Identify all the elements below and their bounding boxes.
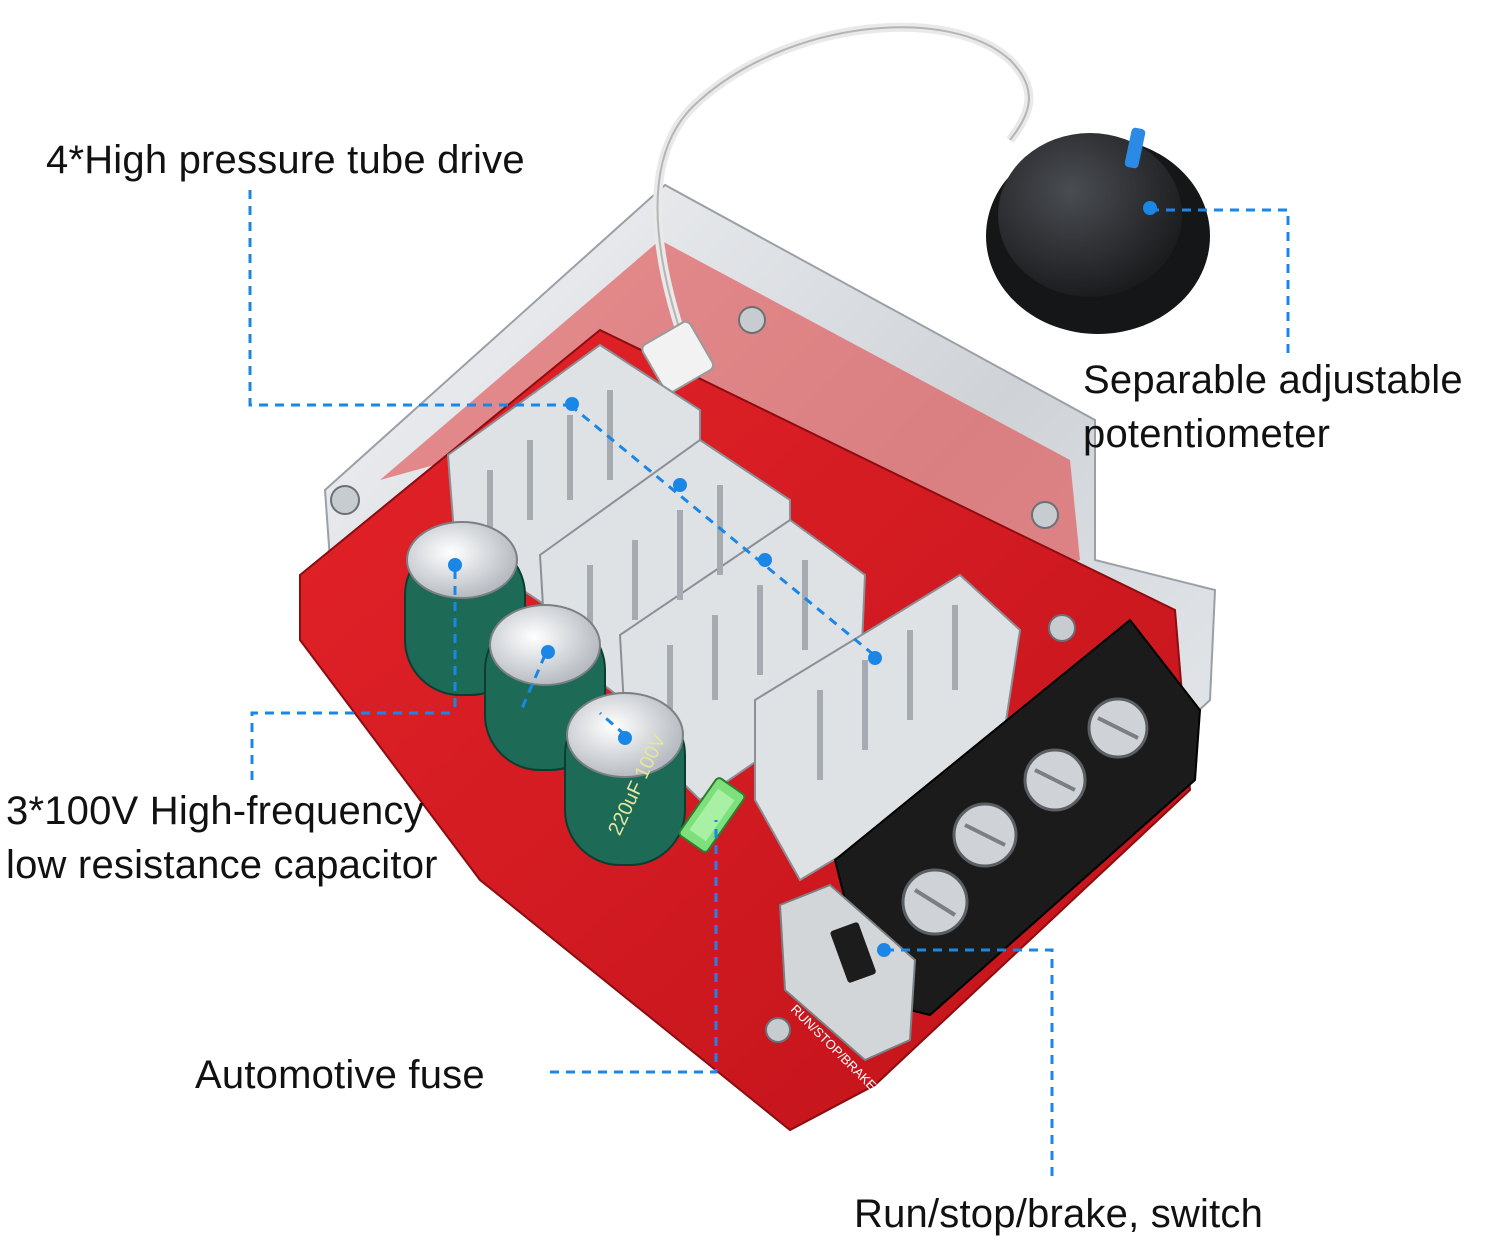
label-high-pressure-tube-drive: 4*High pressure tube drive [46, 138, 525, 182]
tube-dot-3 [758, 553, 772, 567]
label-run-stop-brake-switch: Run/stop/brake, switch [854, 1192, 1264, 1236]
tube-drive-callout-line [248, 190, 570, 407]
mounting-screws [330, 306, 1076, 1043]
fuse-callout-line [550, 820, 718, 1074]
label-capacitor: 3*100V High-frequency low resistance cap… [6, 784, 438, 892]
run-stop-brake-switch [778, 883, 917, 1062]
automotive-fuse [678, 777, 746, 853]
label-potentiometer-line1: Separable adjustable [1083, 358, 1463, 402]
switch-callout-line [885, 948, 1054, 1182]
terminal-block [833, 618, 1202, 1017]
tube-dot-2 [673, 478, 687, 492]
potentiometer-knob [986, 127, 1210, 334]
capacitor-dot-2 [541, 645, 555, 659]
tube-dot-4 [868, 651, 882, 665]
label-automotive-fuse: Automotive fuse [195, 1053, 485, 1097]
label-capacitor-line1: 3*100V High-frequency [6, 789, 424, 833]
label-capacitor-line2: low resistance capacitor [6, 843, 438, 887]
cable-connector [641, 320, 715, 394]
tube-dot-1 [565, 397, 579, 411]
capacitor-dot-3 [618, 731, 632, 745]
callout-lines [248, 190, 1290, 1182]
label-separable-potentiometer: Separable adjustable potentiometer [1083, 353, 1463, 461]
capacitors [404, 521, 686, 866]
switch-dot [877, 943, 891, 957]
potentiometer-dot [1143, 201, 1157, 215]
capacitor-callout-line [250, 711, 450, 780]
callout-dots [448, 201, 1157, 957]
label-potentiometer-line2: potentiometer [1083, 412, 1331, 456]
capacitor-dot-1 [448, 558, 462, 572]
